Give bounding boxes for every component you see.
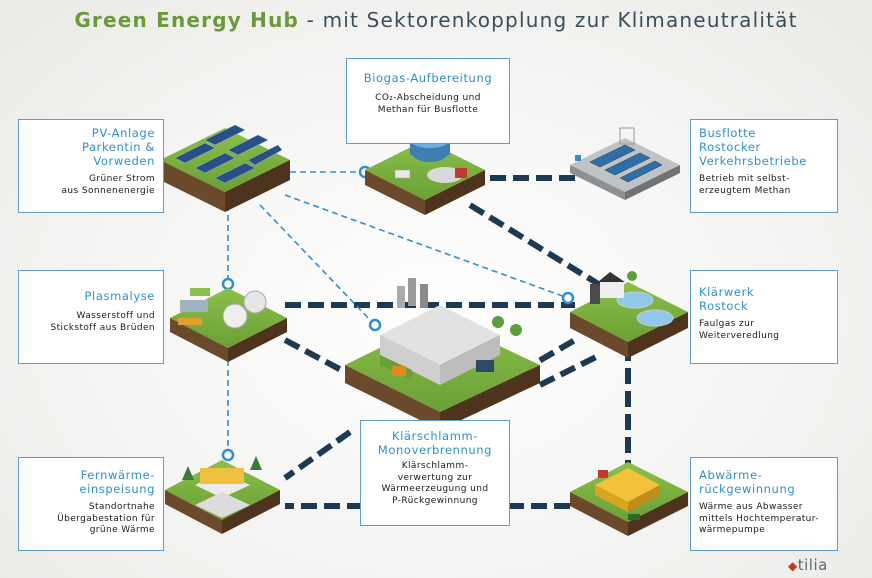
box-mono-title: Klärschlamm- Monoverbrennung	[377, 429, 493, 457]
logo-text: tilia	[797, 556, 828, 574]
pipe-biogas-klaerwerk	[468, 202, 602, 288]
box-fern-desc: Standortnahe Übergabestation für grüne W…	[57, 502, 155, 535]
box-plasmalyse: Plasmalyse Wasserstoff und Stickstoff au…	[18, 270, 164, 364]
title-strong: Green Energy Hub	[74, 8, 300, 32]
solar-panel-icon	[160, 124, 290, 212]
heat-pump-icon	[570, 462, 688, 536]
pipe-mono-klaerwerk-2	[538, 352, 602, 388]
box-fernwaerme: Fernwärme- einspeisung Standortnahe Über…	[18, 457, 164, 551]
box-pv-desc: Grüner Strom aus Sonnenenergie	[61, 174, 155, 196]
page-title: Green Energy Hub - mit Sektorenkopplung …	[0, 8, 872, 32]
box-abwaerme-desc: Wärme aus Abwasser mittels Hochtemperatu…	[699, 502, 819, 535]
incineration-plant-icon	[345, 278, 540, 430]
pipe-plasma-mono	[283, 337, 347, 375]
bus-depot-icon	[570, 127, 680, 200]
power-connections	[227, 171, 569, 455]
box-plasma-desc: Wasserstoff und Stickstoff aus Brüden	[50, 311, 155, 333]
box-biogas-desc: CO₂-Abscheidung und Methan für Busflotte	[375, 93, 481, 115]
plasmalysis-plant-icon	[170, 288, 287, 362]
box-monoverbrennung: Klärschlamm- Monoverbrennung Klärschlamm…	[360, 420, 510, 526]
box-abwaerme: Abwärme- rückgewinnung Wärme aus Abwasse…	[690, 457, 838, 551]
district-heating-icon	[165, 456, 280, 534]
box-bus-title: Busflotte Rostocker Verkehrsbetriebe	[699, 126, 807, 168]
power-pv-klaerwerk	[284, 194, 569, 299]
node-plasma	[221, 277, 235, 291]
box-biogas: Biogas-Aufbereitung CO₂-Abscheidung und …	[346, 58, 510, 144]
box-busflotte: Busflotte Rostocker Verkehrsbetriebe Bet…	[690, 119, 838, 213]
box-pv-anlage: PV-Anlage Parkentin & Vorweden Grüner St…	[18, 119, 164, 213]
node-mono	[368, 318, 382, 332]
box-plasma-title: Plasmalyse	[84, 289, 155, 303]
box-fern-title: Fernwärme- einspeisung	[79, 468, 155, 496]
title-rest: - mit Sektorenkopplung zur Klimaneutrali…	[299, 8, 798, 32]
node-fern	[221, 448, 235, 462]
pipe-mono-fern	[283, 429, 352, 481]
box-pv-title: PV-Anlage Parkentin & Vorweden	[81, 126, 155, 168]
power-pv-mono	[259, 204, 373, 323]
biogas-plant-icon	[365, 132, 485, 215]
node-klaerwerk	[561, 291, 575, 305]
tilia-logo-icon: ◆tilia	[788, 556, 828, 574]
box-klaerwerk-desc: Faulgas zur Weiterveredlung	[699, 319, 780, 341]
box-mono-desc: Klärschlamm- verwertung zur Wärmeerzeugu…	[381, 461, 489, 506]
box-biogas-title: Biogas-Aufbereitung	[363, 71, 493, 85]
box-abwaerme-title: Abwärme- rückgewinnung	[699, 468, 796, 496]
box-bus-desc: Betrieb mit selbst- erzeugtem Methan	[699, 174, 791, 196]
box-klaerwerk-title: Klärwerk Rostock	[699, 285, 755, 313]
treatment-plant-icon	[570, 271, 688, 358]
box-klaerwerk: Klärwerk Rostock Faulgas zur Weitervered…	[690, 270, 838, 364]
